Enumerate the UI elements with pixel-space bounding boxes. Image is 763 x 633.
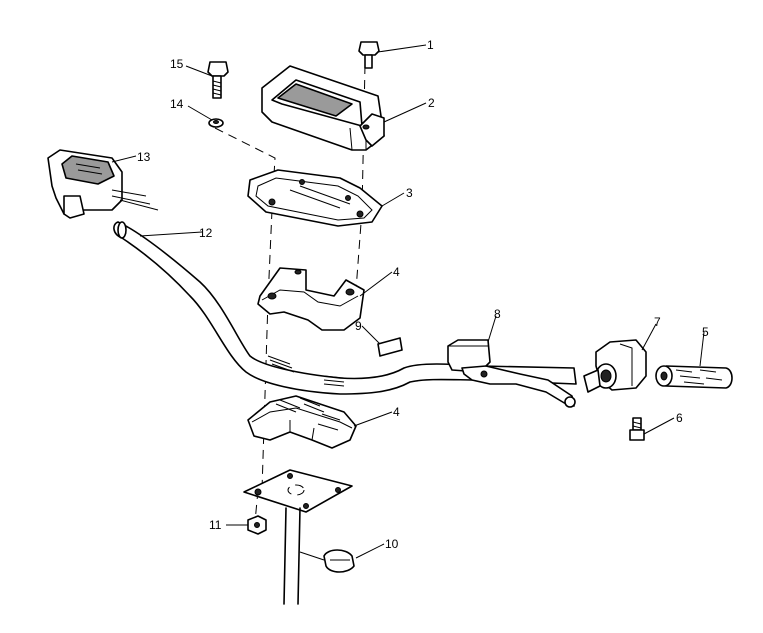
callout-4-upper: 4 <box>393 265 400 279</box>
callout-9: 9 <box>355 319 362 333</box>
callout-15: 15 <box>170 57 184 71</box>
callout-2: 2 <box>428 96 435 110</box>
part-13-left-switch-housing <box>47 149 159 219</box>
part-1-bolt <box>358 41 380 69</box>
part-4-upper-clamp <box>257 267 365 331</box>
callout-7: 7 <box>654 315 661 329</box>
callout-3: 3 <box>406 186 413 200</box>
callout-labels: 1 2 3 4 4 5 6 7 8 9 10 11 12 13 14 15 <box>137 38 709 551</box>
steering-post <box>283 507 301 605</box>
callout-5: 5 <box>702 325 709 339</box>
callout-14: 14 <box>170 97 184 111</box>
callout-1: 1 <box>427 38 434 52</box>
part-4-lower-clamp <box>247 395 357 449</box>
callout-10: 10 <box>385 537 399 551</box>
part-8-lever-housing <box>447 339 576 408</box>
part-5-grip <box>655 365 733 389</box>
callout-11: 11 <box>209 518 222 532</box>
part-12-handlebar <box>113 221 577 395</box>
callout-12: 12 <box>199 226 213 240</box>
part-11-nut <box>247 515 267 535</box>
callout-4-lower: 4 <box>393 405 400 419</box>
callout-13: 13 <box>137 150 151 164</box>
callout-6: 6 <box>676 411 683 425</box>
leader-lines <box>111 44 705 559</box>
stem-plate <box>243 469 353 513</box>
part-6-screw <box>629 417 645 441</box>
part-10-clip <box>299 549 355 573</box>
part-3-plate <box>247 169 383 227</box>
part-7-throttle-housing <box>583 339 647 393</box>
callout-8: 8 <box>494 307 501 321</box>
part-14-washer <box>208 118 224 128</box>
part-9-block <box>377 337 403 357</box>
part-2-handlebar-cover <box>261 65 385 151</box>
part-15-bolt <box>207 61 229 99</box>
